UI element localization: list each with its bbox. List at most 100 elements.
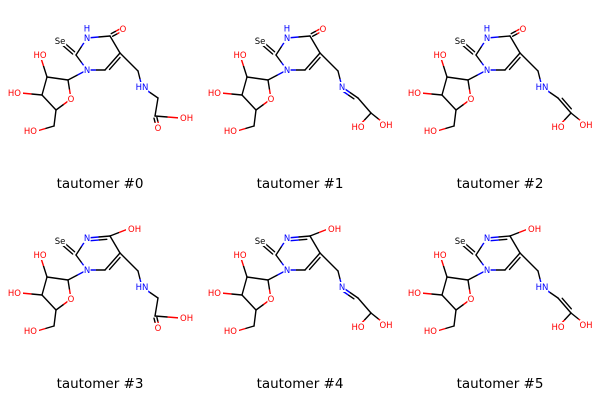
- atom-n7-bg: [338, 82, 346, 92]
- atom-oh-2p-bg: [33, 250, 47, 260]
- bond-c5-c6-double: [508, 56, 521, 71]
- bond-c4p-c3p: [441, 294, 457, 311]
- atom-o11-bg: [178, 313, 191, 323]
- atom-n7-bg: [535, 82, 549, 92]
- bond-c5p-oh: [436, 325, 455, 332]
- atom-nh3-h: H: [84, 25, 90, 35]
- bond-c8-c9-double: [561, 297, 573, 310]
- atom-se: Se: [255, 37, 266, 47]
- atom-nh3-bg: [483, 33, 491, 43]
- bond-c3p-c2p: [241, 276, 248, 296]
- atom-n7-bg: [338, 282, 346, 292]
- atom-oh-5p-bg: [26, 326, 39, 336]
- bond-c3p-oh: [20, 92, 43, 96]
- bond-c5-ch2: [119, 252, 139, 272]
- atom-o4p-bg: [467, 94, 475, 104]
- bond-c9-oh: [154, 315, 181, 319]
- atom-nh3-bg: [283, 33, 291, 43]
- atom-oh-5p-bg: [226, 326, 239, 336]
- atom-n1-bg: [283, 65, 291, 75]
- atom-nh3-h: H: [284, 25, 290, 35]
- bond-n3-c4-double: [290, 238, 308, 242]
- bond-c5-c6: [304, 252, 321, 271]
- tautomer-label: tautomer #3: [56, 376, 144, 392]
- atom-oh-3p: HO: [408, 89, 421, 99]
- atom-oh-2p: HO: [433, 51, 446, 61]
- atom-o4: O: [520, 25, 527, 35]
- atom-n1: N: [484, 66, 490, 76]
- bond-c4-o-double-b: [510, 28, 522, 35]
- bond-c4p-c5p: [253, 109, 257, 127]
- bond-c4-o-double-b: [110, 28, 122, 35]
- bond-c5-c6: [504, 52, 521, 71]
- atom-se: Se: [255, 237, 266, 247]
- atom-oh-5p-bg: [226, 126, 239, 136]
- bond-c9-oh: [154, 115, 181, 119]
- atom-n7: HN: [136, 283, 149, 293]
- atom-oh-c4-bg: [126, 224, 139, 234]
- atom-o4: O: [320, 25, 327, 35]
- bond-c5-ch2: [319, 52, 339, 72]
- atom-oh-5p-bg: [426, 326, 439, 336]
- atom-o10-bg: [154, 123, 162, 133]
- atom-se-bg: [253, 236, 267, 246]
- bond-c5-c6-double: [108, 56, 121, 71]
- atom-n3: N: [484, 234, 490, 244]
- bond-c4p-c3p: [41, 294, 57, 311]
- atom-n1-bg: [83, 265, 91, 275]
- bond-c3p-c2p: [441, 76, 448, 96]
- bond-c5-c6-double: [308, 56, 321, 71]
- atom-se: Se: [55, 37, 66, 47]
- atom-oh-3p-bg: [210, 288, 223, 298]
- atom-oh-b-bg: [579, 120, 593, 130]
- atom-n1: N: [84, 266, 90, 276]
- atom-n7: HN: [136, 83, 149, 93]
- atom-nh3-bg: [83, 33, 91, 43]
- bond-c5-ch2: [519, 252, 539, 272]
- atom-oh-3p: HO: [408, 289, 421, 299]
- atom-n1-bg: [483, 265, 491, 275]
- atom-oh-2p: HO: [233, 51, 246, 61]
- atom-oh-3p: HO: [208, 89, 221, 99]
- bond-c5p-oh: [236, 325, 255, 332]
- atom-o10-bg: [154, 323, 162, 333]
- atom-n7-bg: [135, 282, 149, 292]
- atom-o4p-bg: [267, 294, 275, 304]
- atom-oh-b: OH: [379, 121, 392, 131]
- atom-oh-3p-bg: [10, 288, 23, 298]
- bond-c8-c9: [557, 297, 572, 314]
- atom-n3: N: [284, 234, 290, 244]
- atom-oh-c4-bg: [326, 224, 339, 234]
- tautomer-label: tautomer #0: [56, 176, 144, 192]
- atom-n7: HN: [536, 83, 549, 93]
- atom-oh-a: HO: [551, 323, 564, 333]
- bond-c3p-oh: [20, 292, 43, 296]
- atom-oh-b: OH: [579, 121, 592, 131]
- atom-oh-2p-bg: [33, 50, 47, 60]
- atom-oh-b-bg: [379, 120, 393, 130]
- atom-oh-3p-bg: [410, 288, 423, 298]
- atom-oh-2p: HO: [33, 251, 46, 261]
- bond-c4-o-double-b: [310, 28, 322, 35]
- atom-oh-2p-bg: [433, 250, 447, 260]
- atom-oh-2p: HO: [433, 251, 446, 261]
- atom-oh-3p-bg: [410, 88, 423, 98]
- bond-c5p-oh: [436, 125, 455, 132]
- bond-c2p-c1p: [446, 76, 469, 81]
- bond-c4p-c3p: [441, 94, 457, 111]
- bond-c5-c6-double: [108, 256, 121, 271]
- bond-c3p-oh: [420, 292, 443, 296]
- bond-c5-c6-double: [508, 256, 521, 271]
- atom-se-bg: [453, 236, 467, 246]
- atom-nh3-h: H: [484, 25, 490, 35]
- atom-se: Se: [55, 237, 66, 247]
- atom-n3: N: [84, 234, 90, 244]
- tautomer-label: tautomer #4: [256, 376, 344, 392]
